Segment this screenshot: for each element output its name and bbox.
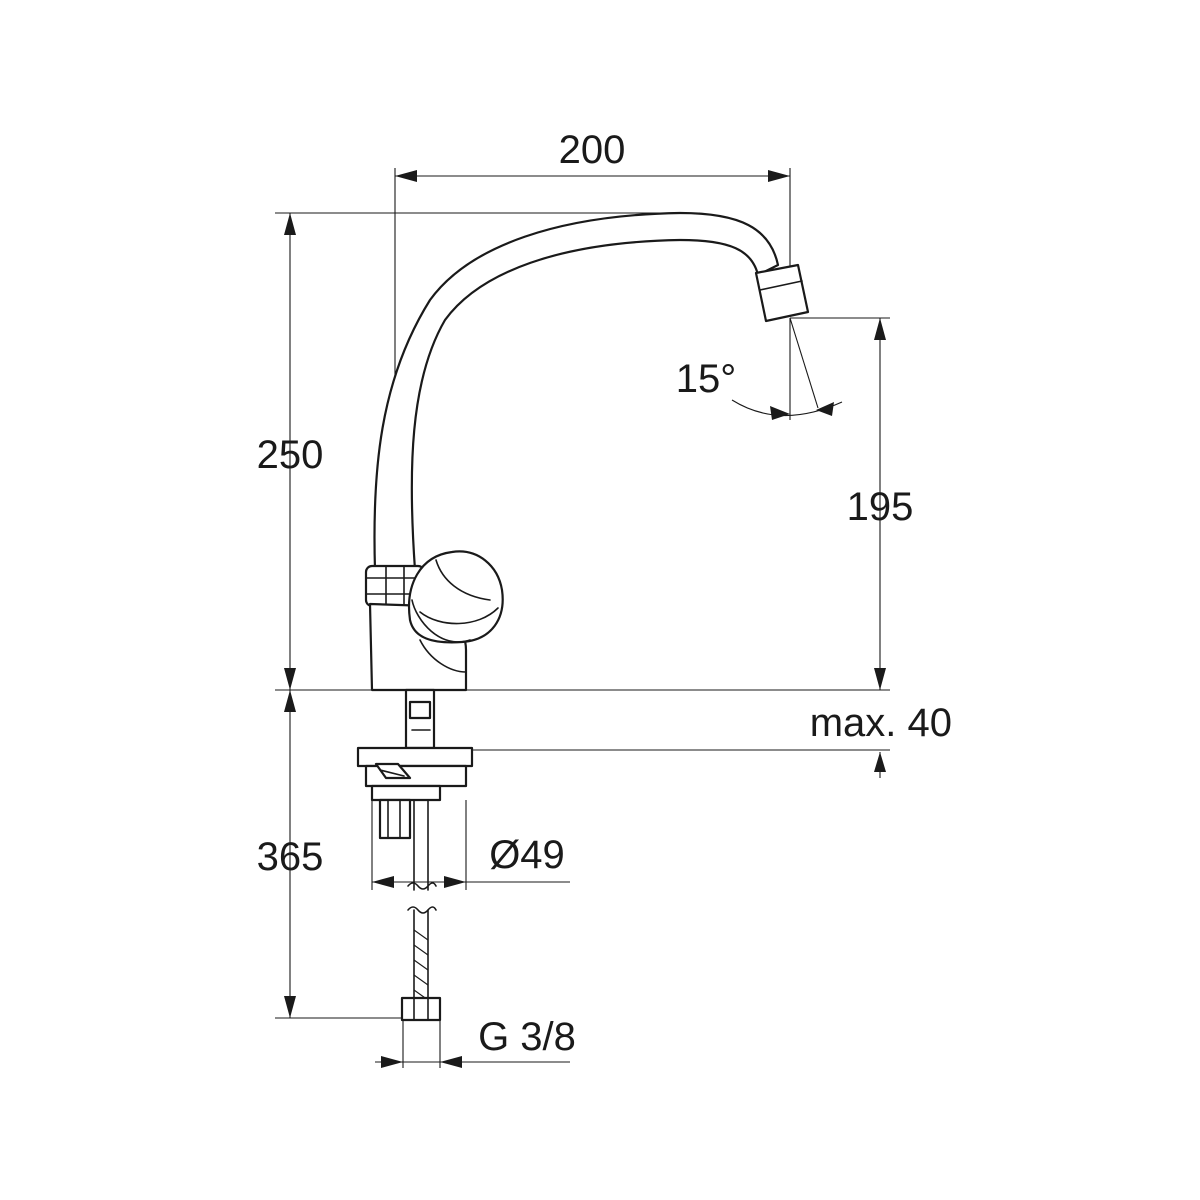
mounting-stud (404, 688, 436, 750)
dimension-diameter-line (372, 876, 570, 888)
dimension-counter-thickness-line (874, 752, 886, 778)
dimension-height-line (284, 213, 296, 690)
thread-label: G 3/8 (478, 1015, 576, 1059)
dimension-width-line (395, 170, 790, 182)
hose-length-label: 365 (257, 835, 324, 879)
spout-height-label: 195 (847, 485, 914, 529)
spray-angle-label: 15° (676, 357, 737, 401)
dimension-hose-length-line (284, 690, 296, 1018)
hose-fitting-nut (400, 996, 442, 1022)
mounting-plate (356, 746, 474, 788)
faucet-spout (373, 211, 780, 572)
dimension-thread-line (375, 1056, 570, 1068)
supply-hose (407, 799, 437, 1001)
dimension-spout-height-line (874, 318, 886, 690)
width-label: 200 (559, 128, 626, 172)
spout-aerator (754, 263, 810, 323)
handle-knob (408, 550, 504, 673)
height-label: 250 (257, 433, 324, 477)
spray-angle-marker (731, 317, 843, 420)
counter-thickness-label: max. 40 (810, 701, 952, 745)
mounting-nut (370, 784, 442, 840)
diameter-label: Ø49 (489, 833, 565, 877)
